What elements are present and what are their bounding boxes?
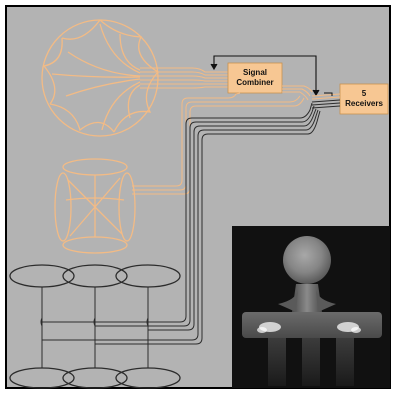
receivers: 5 Receivers	[339, 83, 389, 115]
head-coil-cables	[140, 67, 228, 89]
head-coil-array	[41, 19, 159, 137]
receivers-label-line2: Receivers	[345, 99, 383, 108]
combiner-bracket	[210, 55, 320, 97]
receiver-input-cables	[311, 92, 341, 109]
signal-combiner-label-line1: Signal	[243, 68, 267, 77]
body-coil-cables	[42, 102, 321, 345]
receivers-box	[339, 83, 389, 115]
mri-scan-image	[232, 226, 390, 388]
neck-coil-cables	[132, 92, 305, 195]
combiner-output-cables	[282, 85, 313, 101]
signal-combiner: Signal Combiner	[227, 62, 283, 94]
receivers-label-line1: 5	[362, 89, 367, 98]
neck-coil-array	[54, 158, 136, 254]
signal-combiner-box	[227, 62, 283, 94]
signal-combiner-label-line2: Combiner	[236, 78, 273, 87]
